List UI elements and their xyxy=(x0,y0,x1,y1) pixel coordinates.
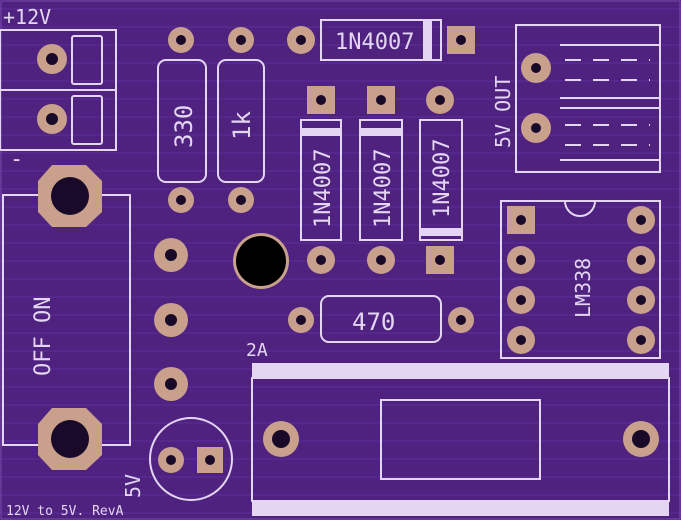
power-input-terminal: +12V - xyxy=(0,5,117,172)
label-r470: 470 xyxy=(352,308,395,336)
label-d3: 1N4007 xyxy=(430,139,455,218)
label-fuse: 2A xyxy=(246,340,268,361)
label-revision: 12V to 5V. RevA xyxy=(6,504,124,519)
diode-2: 1N4007 xyxy=(359,86,403,274)
label-r1k: 1k xyxy=(228,111,256,140)
switch-pads xyxy=(154,238,188,401)
label-negative: - xyxy=(10,147,23,172)
resistor-330: 330 xyxy=(157,27,207,213)
label-input-voltage: +12V xyxy=(3,5,51,29)
label-d1: 1N4007 xyxy=(311,149,336,228)
resistor-1k: 1k xyxy=(217,27,265,213)
diode-1: 1N4007 xyxy=(300,86,342,274)
label-output: 5V OUT xyxy=(491,76,515,148)
fuse-holder: 2A xyxy=(246,340,670,516)
led: 5V xyxy=(121,417,233,501)
resistor-470: 470 xyxy=(288,295,474,343)
label-lm338: LM338 xyxy=(571,258,595,318)
diode-top: 1N4007 xyxy=(287,19,475,61)
output-connector: 5V OUT xyxy=(491,24,661,173)
lm338-regulator: LM338 xyxy=(500,200,661,359)
label-led: 5V xyxy=(121,474,145,498)
power-switch: OFF ON xyxy=(2,165,131,470)
label-d2: 1N4007 xyxy=(371,149,396,228)
diode-3: 1N4007 xyxy=(419,86,463,274)
label-switch: OFF ON xyxy=(31,297,56,376)
label-r330: 330 xyxy=(170,105,198,148)
label-d-top: 1N4007 xyxy=(335,30,414,55)
